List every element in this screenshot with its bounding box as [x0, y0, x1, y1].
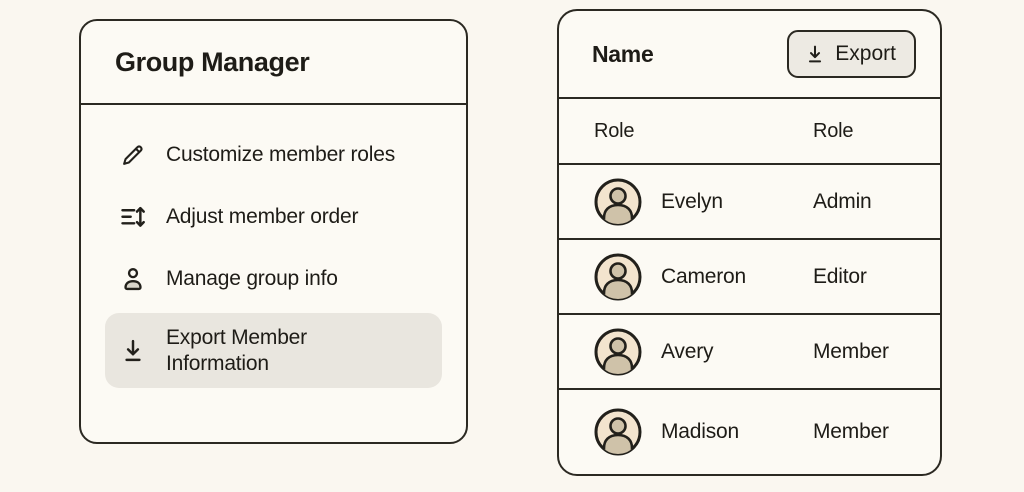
table-row[interactable]: Avery Member	[559, 315, 940, 390]
table-row[interactable]: Madison Member	[559, 390, 940, 474]
export-button[interactable]: Export	[787, 30, 916, 78]
menu-item-manage-info[interactable]: Manage group info	[105, 251, 442, 307]
person-avatar	[593, 407, 643, 457]
export-button-label: Export	[835, 42, 896, 65]
member-role: Member	[813, 420, 889, 443]
pencil-icon	[117, 139, 149, 171]
person-icon	[117, 263, 149, 295]
member-role: Editor	[813, 264, 867, 288]
download-icon	[117, 335, 149, 367]
menu-item-label: Customize member roles	[166, 143, 395, 167]
menu-item-label: Export Member Information	[166, 325, 307, 375]
member-name: Avery	[661, 339, 714, 363]
role-column-header-left: Role	[594, 119, 635, 142]
role-column-header-right: Role	[813, 119, 854, 142]
table-header-row: Name Export	[559, 11, 940, 99]
member-table-panel: Name Export Role Role Evelyn	[557, 9, 942, 476]
group-manager-menu: Customize member roles Adjust member ord…	[81, 105, 466, 388]
menu-item-customize-roles[interactable]: Customize member roles	[105, 127, 442, 183]
group-manager-header: Group Manager	[81, 21, 466, 105]
panel-title: Group Manager	[115, 46, 310, 77]
menu-item-export-members[interactable]: Export Member Information	[105, 313, 442, 388]
member-name: Madison	[661, 420, 739, 443]
member-name: Cameron	[661, 264, 746, 288]
name-column-header: Name	[592, 40, 654, 67]
member-role: Member	[813, 339, 889, 363]
table-row[interactable]: Evelyn Admin	[559, 165, 940, 240]
download-icon	[804, 43, 826, 65]
member-role: Admin	[813, 189, 872, 213]
group-manager-panel: Group Manager Customize member roles	[79, 19, 468, 444]
person-avatar	[593, 252, 643, 302]
menu-item-label: Adjust member order	[166, 205, 359, 229]
menu-item-adjust-order[interactable]: Adjust member order	[105, 189, 442, 245]
reorder-icon	[117, 201, 149, 233]
role-header-row: Role Role	[559, 99, 940, 165]
member-name: Evelyn	[661, 189, 723, 213]
table-row[interactable]: Cameron Editor	[559, 240, 940, 315]
person-avatar	[593, 327, 643, 377]
person-avatar	[593, 177, 643, 227]
menu-item-label: Manage group info	[166, 267, 338, 291]
